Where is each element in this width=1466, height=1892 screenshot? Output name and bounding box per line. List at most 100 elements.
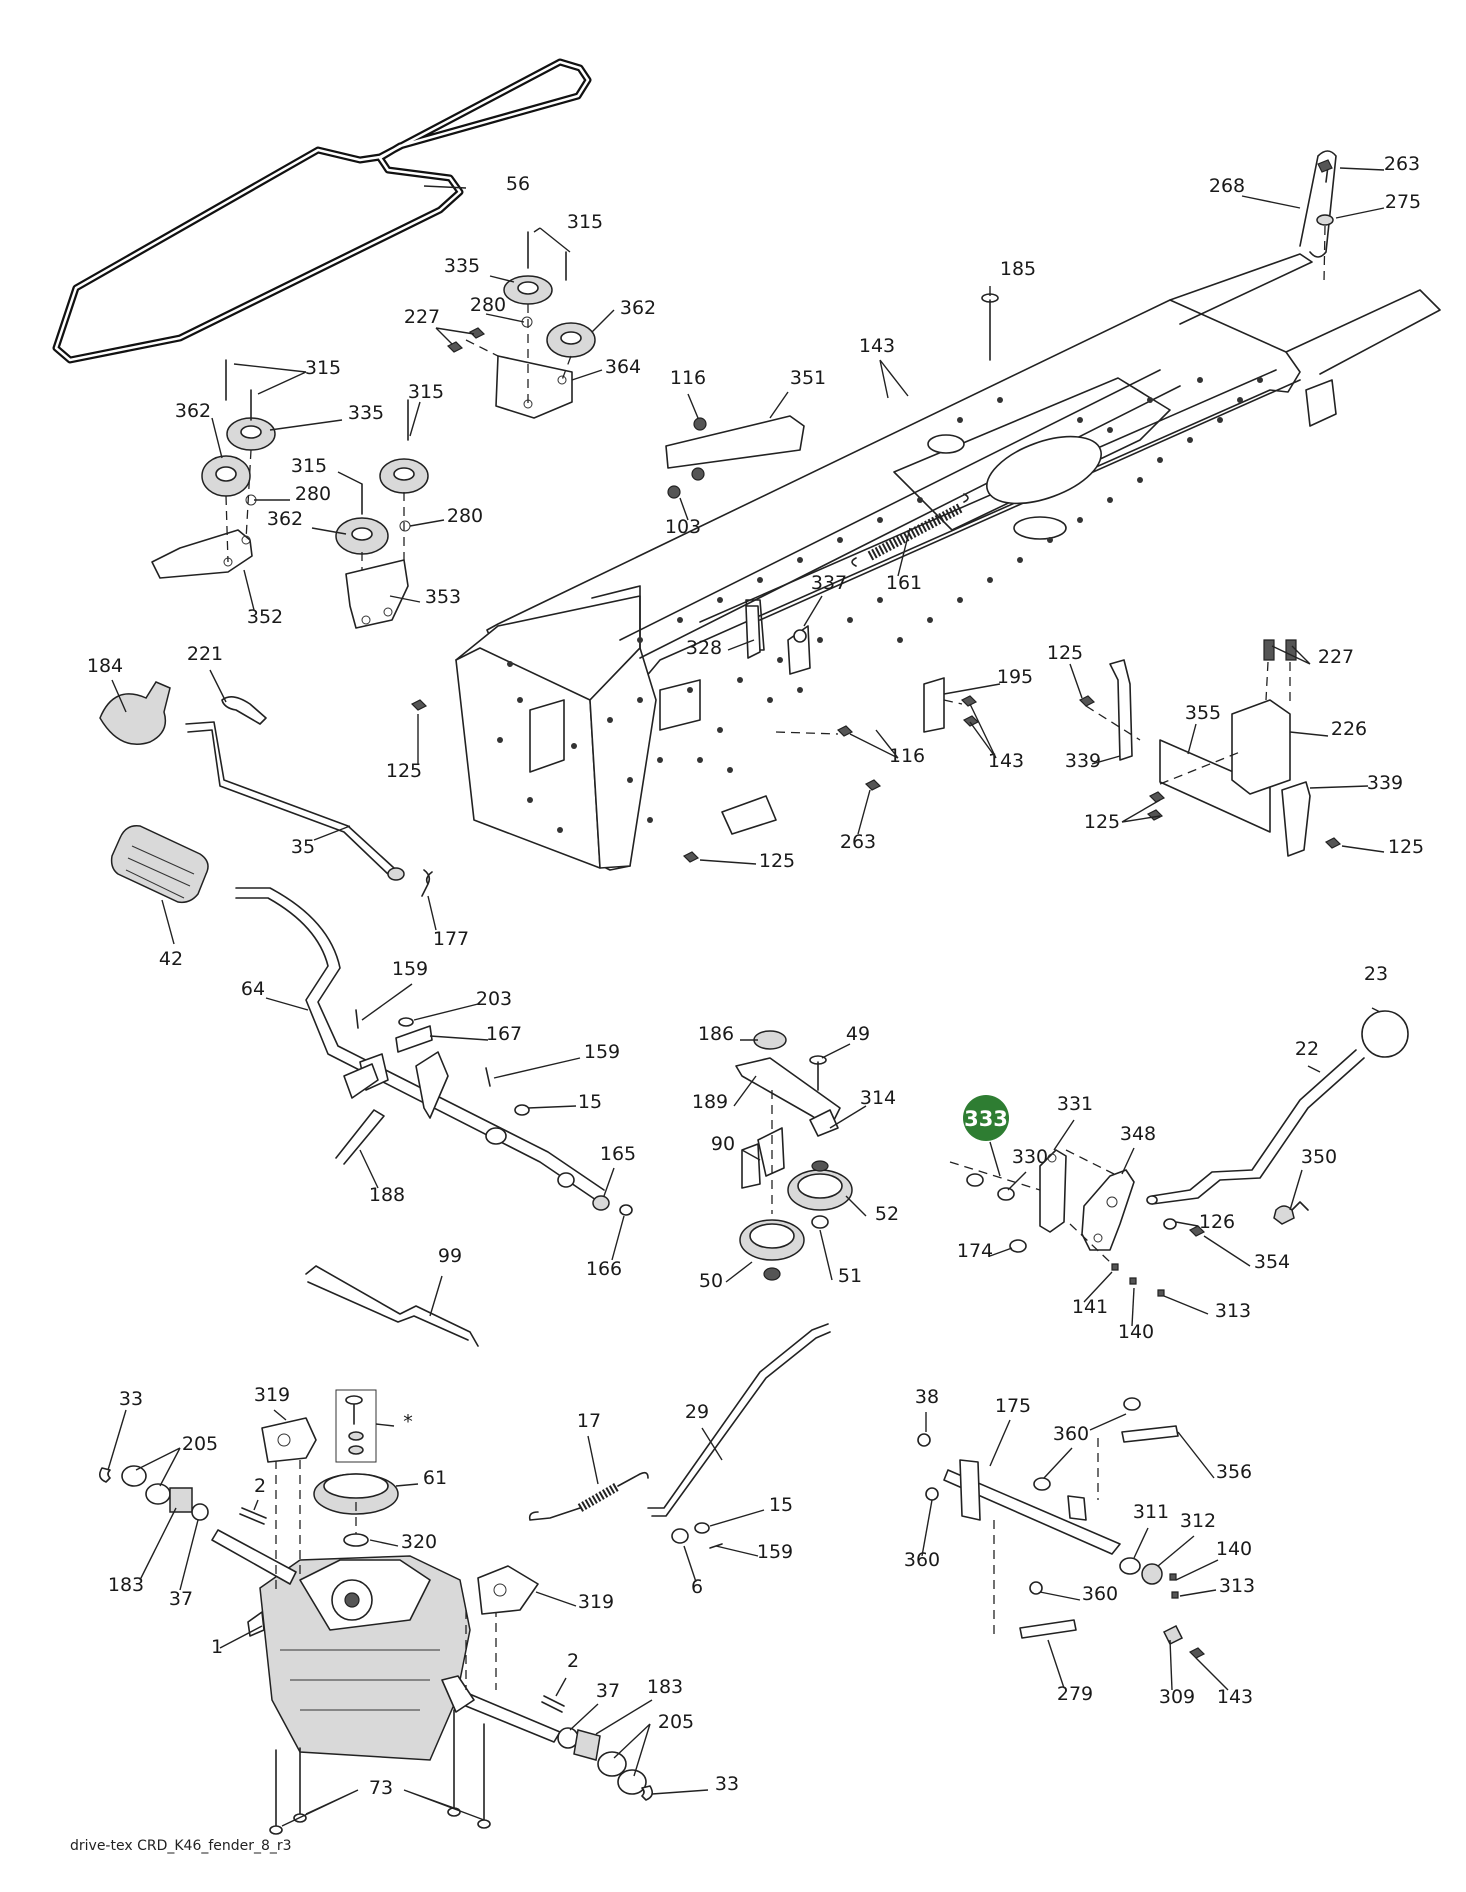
callout-221[interactable]: 221 [187, 643, 223, 665]
callout-227[interactable]: 227 [1318, 646, 1354, 668]
callout-362[interactable]: 362 [267, 508, 303, 530]
callout-312[interactable]: 312 [1180, 1510, 1216, 1532]
callout-362[interactable]: 362 [620, 297, 656, 319]
callout-6[interactable]: 6 [691, 1576, 703, 1598]
callout-52[interactable]: 52 [875, 1203, 899, 1225]
callout-188[interactable]: 188 [369, 1184, 405, 1206]
callout-143[interactable]: 143 [1217, 1686, 1253, 1708]
callout-360[interactable]: 360 [904, 1549, 940, 1571]
callout-360[interactable]: 360 [1082, 1583, 1118, 1605]
callout-165[interactable]: 165 [600, 1143, 636, 1165]
callout-339[interactable]: 339 [1367, 772, 1403, 794]
callout-227[interactable]: 227 [404, 306, 440, 328]
callout-1[interactable]: 1 [211, 1636, 223, 1658]
callout-268[interactable]: 268 [1209, 175, 1245, 197]
callout-33[interactable]: 33 [715, 1773, 739, 1795]
highlight-badge-333[interactable]: 333 [963, 1095, 1009, 1141]
callout-49[interactable]: 49 [846, 1023, 870, 1045]
callout-339[interactable]: 339 [1065, 750, 1101, 772]
callout-364[interactable]: 364 [605, 356, 641, 378]
callout-161[interactable]: 161 [886, 572, 922, 594]
callout-350[interactable]: 350 [1301, 1146, 1337, 1168]
callout-328[interactable]: 328 [686, 637, 722, 659]
callout-asterisk[interactable]: * [403, 1411, 413, 1433]
callout-35[interactable]: 35 [291, 836, 315, 858]
callout-29[interactable]: 29 [685, 1401, 709, 1423]
callout-335[interactable]: 335 [348, 402, 384, 424]
callout-125[interactable]: 125 [1388, 836, 1424, 858]
callout-315[interactable]: 315 [567, 211, 603, 233]
callout-205[interactable]: 205 [182, 1433, 218, 1455]
callout-116[interactable]: 116 [889, 745, 925, 767]
callout-356[interactable]: 356 [1216, 1461, 1252, 1483]
callout-125[interactable]: 125 [759, 850, 795, 872]
callout-51[interactable]: 51 [838, 1265, 862, 1287]
callout-275[interactable]: 275 [1385, 191, 1421, 213]
callout-280[interactable]: 280 [447, 505, 483, 527]
callout-337[interactable]: 337 [811, 572, 847, 594]
callout-311[interactable]: 311 [1133, 1501, 1169, 1523]
callout-15[interactable]: 15 [578, 1091, 602, 1113]
callout-37[interactable]: 37 [169, 1588, 193, 1610]
callout-37[interactable]: 37 [596, 1680, 620, 1702]
callout-166[interactable]: 166 [586, 1258, 622, 1280]
callout-50[interactable]: 50 [699, 1270, 723, 1292]
callout-90[interactable]: 90 [711, 1133, 735, 1155]
callout-64[interactable]: 64 [241, 978, 265, 1000]
callout-320[interactable]: 320 [401, 1531, 437, 1553]
callout-315[interactable]: 315 [305, 357, 341, 379]
callout-103[interactable]: 103 [665, 516, 701, 538]
callout-203[interactable]: 203 [476, 988, 512, 1010]
callout-348[interactable]: 348 [1120, 1123, 1156, 1145]
callout-226[interactable]: 226 [1331, 718, 1367, 740]
callout-125[interactable]: 125 [1084, 811, 1120, 833]
callout-126[interactable]: 126 [1199, 1211, 1235, 1233]
callout-309[interactable]: 309 [1159, 1686, 1195, 1708]
callout-2[interactable]: 2 [254, 1475, 266, 1497]
callout-280[interactable]: 280 [295, 483, 331, 505]
callout-362[interactable]: 362 [175, 400, 211, 422]
callout-353[interactable]: 353 [425, 586, 461, 608]
callout-38[interactable]: 38 [915, 1386, 939, 1408]
callout-189[interactable]: 189 [692, 1091, 728, 1113]
callout-167[interactable]: 167 [486, 1023, 522, 1045]
callout-99[interactable]: 99 [438, 1245, 462, 1267]
callout-185[interactable]: 185 [1000, 258, 1036, 280]
callout-183[interactable]: 183 [108, 1574, 144, 1596]
callout-319[interactable]: 319 [578, 1591, 614, 1613]
callout-263[interactable]: 263 [840, 831, 876, 853]
callout-177[interactable]: 177 [433, 928, 469, 950]
callout-159[interactable]: 159 [392, 958, 428, 980]
callout-315[interactable]: 315 [291, 455, 327, 477]
callout-140[interactable]: 140 [1216, 1538, 1252, 1560]
callout-175[interactable]: 175 [995, 1395, 1031, 1417]
callout-280[interactable]: 280 [470, 294, 506, 316]
callout-360[interactable]: 360 [1053, 1423, 1089, 1445]
callout-125[interactable]: 125 [1047, 642, 1083, 664]
callout-351[interactable]: 351 [790, 367, 826, 389]
callout-319[interactable]: 319 [254, 1384, 290, 1406]
callout-184[interactable]: 184 [87, 655, 123, 677]
callout-56[interactable]: 56 [506, 173, 530, 195]
callout-335[interactable]: 335 [444, 255, 480, 277]
callout-159[interactable]: 159 [584, 1041, 620, 1063]
callout-279[interactable]: 279 [1057, 1683, 1093, 1705]
callout-355[interactable]: 355 [1185, 702, 1221, 724]
callout-263[interactable]: 263 [1384, 153, 1420, 175]
callout-73[interactable]: 73 [369, 1777, 393, 1799]
callout-143[interactable]: 143 [988, 750, 1024, 772]
callout-116[interactable]: 116 [670, 367, 706, 389]
callout-22[interactable]: 22 [1295, 1038, 1319, 1060]
callout-205[interactable]: 205 [658, 1711, 694, 1733]
callout-313[interactable]: 313 [1215, 1300, 1251, 1322]
callout-313[interactable]: 313 [1219, 1575, 1255, 1597]
callout-23[interactable]: 23 [1364, 963, 1388, 985]
callout-17[interactable]: 17 [577, 1410, 601, 1432]
callout-195[interactable]: 195 [997, 666, 1033, 688]
callout-2[interactable]: 2 [567, 1650, 579, 1672]
callout-186[interactable]: 186 [698, 1023, 734, 1045]
callout-183[interactable]: 183 [647, 1676, 683, 1698]
callout-61[interactable]: 61 [423, 1467, 447, 1489]
callout-314[interactable]: 314 [860, 1087, 896, 1109]
callout-330[interactable]: 330 [1012, 1146, 1048, 1168]
